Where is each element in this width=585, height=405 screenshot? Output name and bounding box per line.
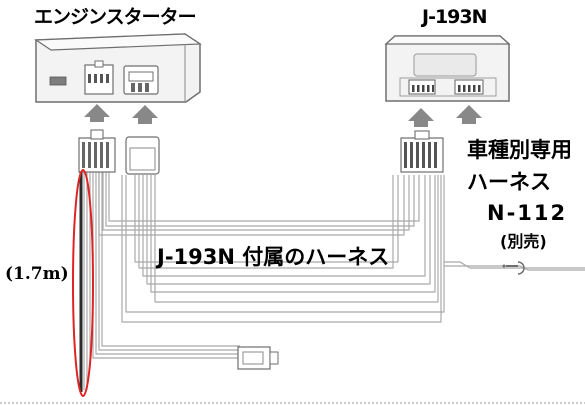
product-code-label: N-112 [487,201,568,225]
arrow-up-icon [456,105,482,124]
arrow-up-icon [132,105,158,124]
engine-starter-unit [34,33,202,103]
harness-wires [83,170,585,390]
bottom-plug-connector [237,346,279,370]
included-harness-label: J-193N 付属のハーネス [157,245,390,269]
vehicle-specific-label: 車種別専用 [467,138,572,162]
cable-length-label: (1.7m) [5,264,69,284]
j193n-harness-connector [400,130,444,173]
sold-separately-label: (別売) [500,232,547,251]
harness-word-label: ハーネス [467,170,551,194]
engine-starter-title: エンジンスターター [34,6,197,28]
j193n-title: J-193N [422,6,488,28]
j193n-unit [384,35,511,102]
length-highlight-ellipse [72,169,94,397]
starter-harness-connector [78,129,116,173]
arrow-up-icon [84,104,110,122]
arrow-up-icon [408,108,434,127]
ring-terminal [502,261,525,275]
second-harness-connector [125,136,160,175]
